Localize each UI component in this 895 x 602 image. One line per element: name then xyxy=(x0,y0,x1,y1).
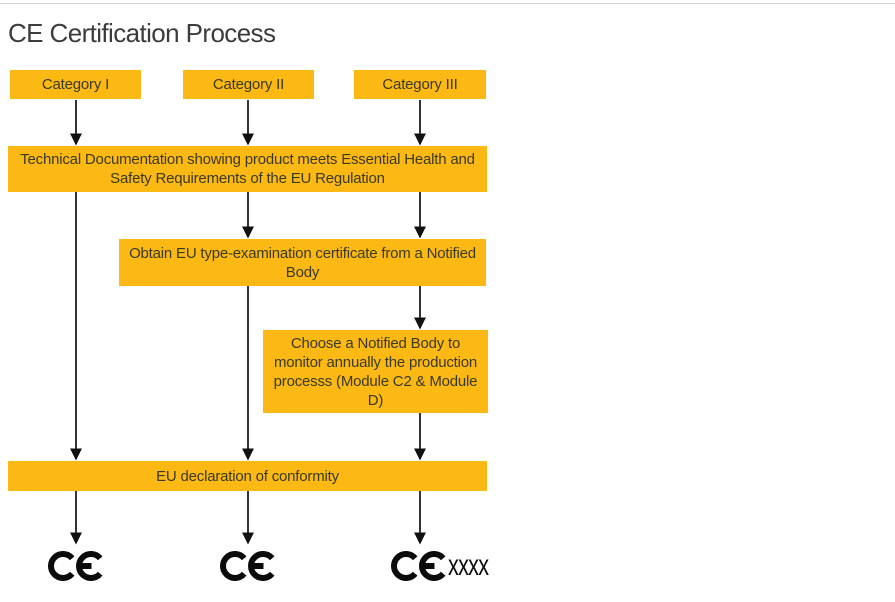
ce-mark-icon xyxy=(48,551,103,581)
eu-declaration-label: EU declaration of conformity xyxy=(156,467,339,485)
type-examination-box: Obtain EU type-examination certificate f… xyxy=(119,239,486,286)
category-3-label: Category III xyxy=(382,76,458,93)
ce-mark-icon xyxy=(220,551,275,581)
ce-notified-body-number: xxxx xyxy=(448,549,489,582)
category-2-label: Category II xyxy=(212,76,285,93)
technical-documentation-label: Technical Documentation showing product … xyxy=(20,151,475,187)
ce-mark-icon xyxy=(391,551,446,581)
category-2-box: Category II xyxy=(183,70,314,99)
category-1-label: Category I xyxy=(41,76,110,93)
ce-mark-category1 xyxy=(48,549,105,583)
ce-mark-category2 xyxy=(220,549,277,583)
top-divider-line xyxy=(0,3,895,4)
notified-body-monitoring-box: Choose a Notified Body to monitor annual… xyxy=(263,330,488,413)
ce-mark-category3: xxxx xyxy=(391,549,504,583)
page-title: CE Certification Process xyxy=(8,18,276,48)
category-1-box: Category I xyxy=(10,70,141,99)
notified-body-monitoring-label: Choose a Notified Body to monitor annual… xyxy=(273,334,478,409)
technical-documentation-box: Technical Documentation showing product … xyxy=(8,146,487,192)
eu-declaration-box: EU declaration of conformity xyxy=(8,461,487,491)
type-examination-label: Obtain EU type-examination certificate f… xyxy=(129,244,476,281)
category-3-box: Category III xyxy=(354,70,486,99)
